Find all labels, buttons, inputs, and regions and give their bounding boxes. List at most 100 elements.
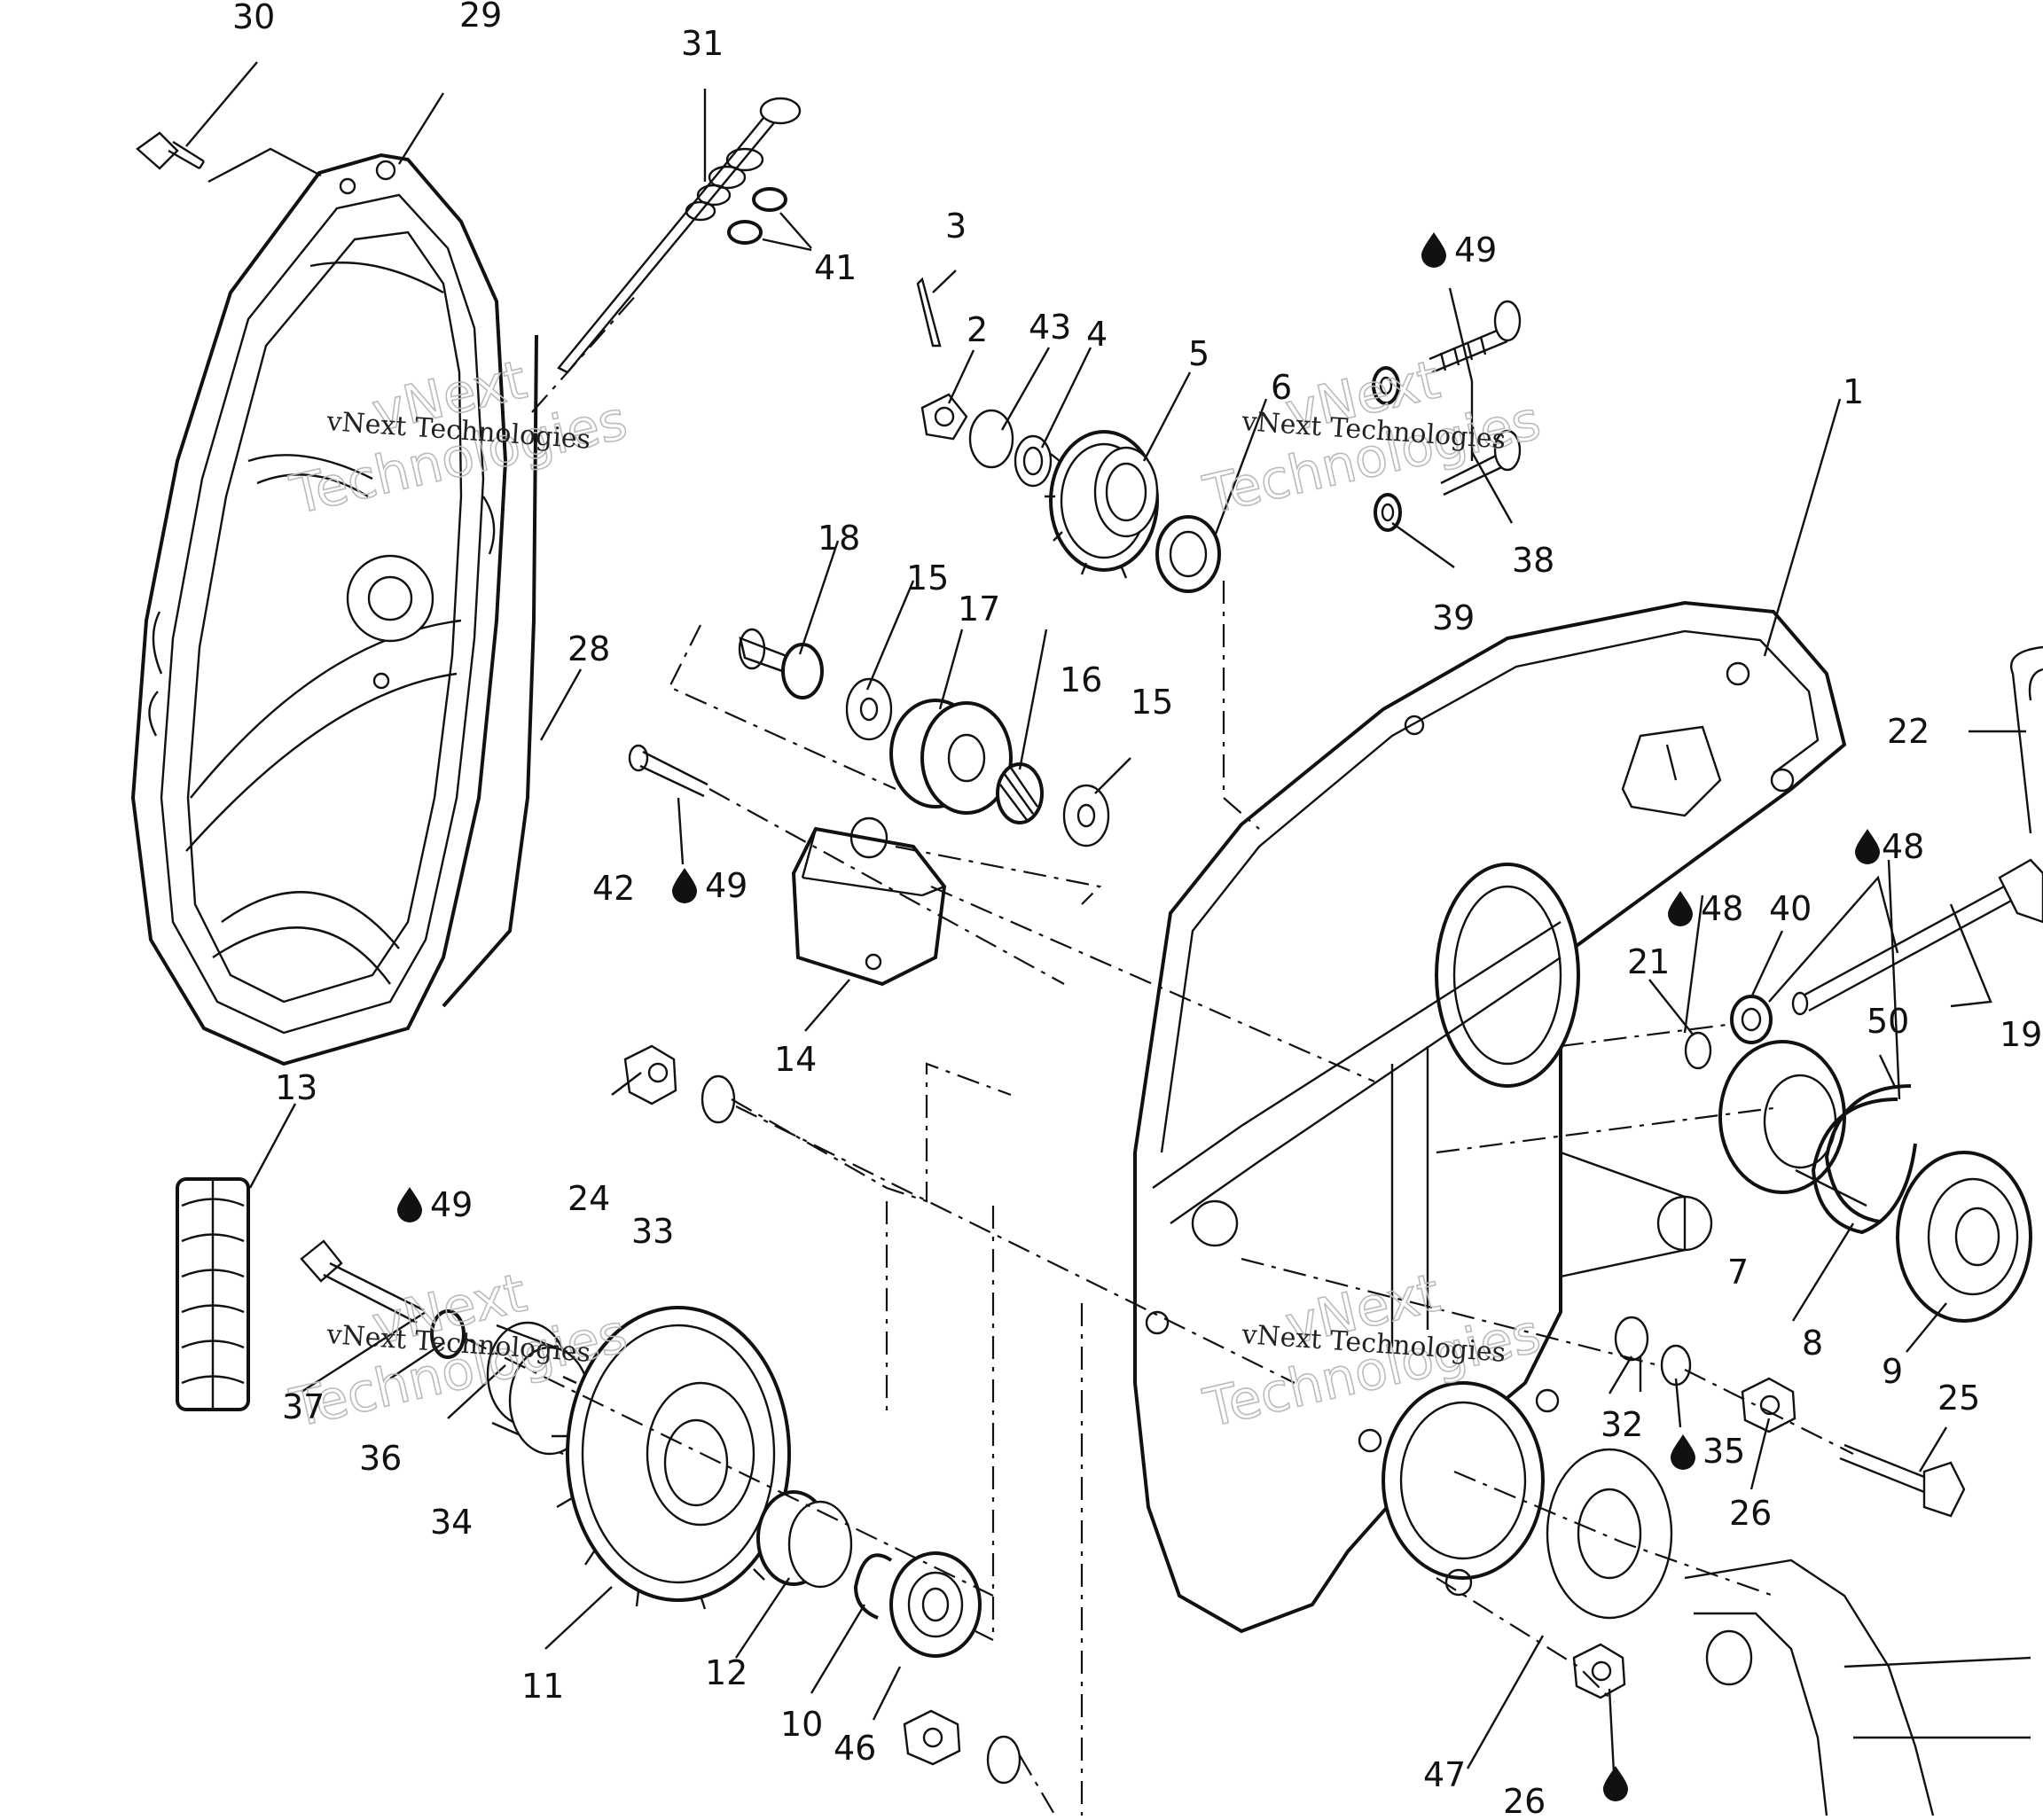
- chain-13: [176, 1177, 250, 1411]
- callout-c19: 19: [2000, 1015, 2042, 1054]
- callout-c4: 4: [1086, 315, 1108, 354]
- drive-flange: [1684, 1558, 2031, 1816]
- oil-drop-icon-bottom: [1603, 1766, 1628, 1801]
- callout-c32: 32: [1601, 1405, 1643, 1444]
- washer-15a: [845, 677, 893, 741]
- nut-24: [623, 1044, 677, 1105]
- spacer-18: [738, 628, 824, 699]
- callout-c8: 8: [1802, 1324, 1823, 1363]
- callout-c22: 22: [1887, 712, 1930, 751]
- cotter-pin-3: [916, 277, 942, 348]
- callout-c18: 18: [818, 519, 860, 558]
- seal-47: [1546, 1448, 1673, 1620]
- callout-c49c: 49: [430, 1185, 473, 1224]
- callout-c13: 13: [275, 1068, 317, 1107]
- assembly-centerlines: [465, 292, 1854, 1816]
- sprocket-5: [1045, 430, 1159, 579]
- screw-42: [628, 744, 708, 798]
- callout-c35: 35: [1702, 1432, 1745, 1471]
- callout-c40: 40: [1769, 889, 1812, 928]
- bearing-9: [1896, 1151, 2032, 1323]
- callout-c49b: 49: [705, 866, 748, 905]
- washer-bottom: [986, 1735, 1022, 1785]
- callout-c15b: 15: [1131, 683, 1173, 722]
- callout-c48a: 48: [1701, 889, 1743, 928]
- o-ring-21: [1684, 1031, 1712, 1070]
- callout-c29: 29: [459, 0, 502, 35]
- screw-38: [1440, 429, 1522, 496]
- screw-19: [1791, 858, 2043, 1016]
- oil-drop-icon-c48a: [1668, 891, 1693, 926]
- oil-drop-icon-c48b: [1855, 829, 1880, 864]
- callout-c11: 11: [521, 1667, 564, 1706]
- washer-33: [701, 1074, 736, 1124]
- callout-c31: 31: [681, 24, 724, 63]
- callout-c9: 9: [1882, 1352, 1903, 1391]
- washer-6: [1372, 366, 1400, 405]
- callout-c47: 47: [1423, 1755, 1466, 1794]
- callout-c25: 25: [1937, 1379, 1980, 1418]
- callout-c24: 24: [568, 1179, 610, 1218]
- sprocket-11: [552, 1306, 795, 1610]
- callout-c2: 2: [967, 310, 988, 349]
- shaft-31: [557, 97, 802, 374]
- circlip-50: [1824, 1084, 1912, 1223]
- callout-c38: 38: [1512, 541, 1554, 580]
- callout-c41: 41: [814, 248, 857, 287]
- bolt-37: [300, 1239, 425, 1324]
- callout-c50: 50: [1867, 1002, 1909, 1041]
- bearing-7: [1718, 1040, 1846, 1194]
- callout-c49a: 49: [1454, 230, 1497, 269]
- callout-c46: 46: [834, 1729, 876, 1768]
- callout-c39: 39: [1432, 598, 1475, 637]
- washer-39: [1374, 493, 1402, 532]
- callout-c21: 21: [1627, 942, 1670, 981]
- callout-c1: 1: [1843, 372, 1864, 411]
- washer-43: [968, 409, 1014, 469]
- oil-drop-icon-c49b: [672, 868, 697, 903]
- bearing-46: [889, 1551, 982, 1658]
- callout-c15a: 15: [906, 558, 949, 598]
- bolt-25: [1839, 1443, 1966, 1518]
- washer-32: [1614, 1316, 1649, 1362]
- callout-c34: 34: [430, 1503, 473, 1542]
- leader-lines: [185, 61, 2026, 1774]
- nut-26b: [1572, 1643, 1626, 1699]
- callout-c36: 36: [359, 1439, 402, 1478]
- callout-c37: 37: [282, 1387, 325, 1426]
- callout-c33: 33: [631, 1212, 674, 1251]
- oil-drop-icon-c49c: [397, 1187, 422, 1222]
- nut-bottom: [903, 1709, 961, 1766]
- oil-seal-6: [1155, 515, 1221, 593]
- callout-c30: 30: [232, 0, 275, 36]
- bushing-12: [756, 1490, 853, 1589]
- roller-17: [889, 699, 1013, 815]
- callout-c3: 3: [945, 207, 967, 246]
- washer-40: [1730, 995, 1773, 1044]
- washer-4: [1014, 434, 1053, 488]
- castle-nut-2: [920, 393, 968, 441]
- callout-c16: 16: [1060, 660, 1102, 699]
- callout-c48b: 48: [1882, 827, 1924, 866]
- callout-c28: 28: [568, 629, 610, 668]
- callout-c17: 17: [958, 590, 1000, 629]
- oil-drop-icon-c35: [1671, 1434, 1695, 1470]
- callout-c14: 14: [774, 1040, 817, 1079]
- washer-15b: [1062, 784, 1110, 848]
- circlip-10: [853, 1553, 893, 1620]
- callout-c6: 6: [1271, 368, 1292, 407]
- callout-c26a: 26: [1729, 1494, 1772, 1533]
- needle-bearing-16: [996, 762, 1044, 824]
- callout-c26b: 26: [1503, 1782, 1546, 1816]
- oil-drop-icon-c49a: [1421, 232, 1446, 268]
- callout-c12: 12: [705, 1653, 748, 1692]
- callout-c43: 43: [1029, 308, 1071, 347]
- callout-c42: 42: [592, 869, 635, 908]
- chaincase-housing: [1133, 600, 1847, 1634]
- tensioner-14: [791, 816, 947, 987]
- screw-49: [1429, 300, 1522, 374]
- callout-c7: 7: [1727, 1253, 1749, 1292]
- callout-c5: 5: [1188, 334, 1209, 373]
